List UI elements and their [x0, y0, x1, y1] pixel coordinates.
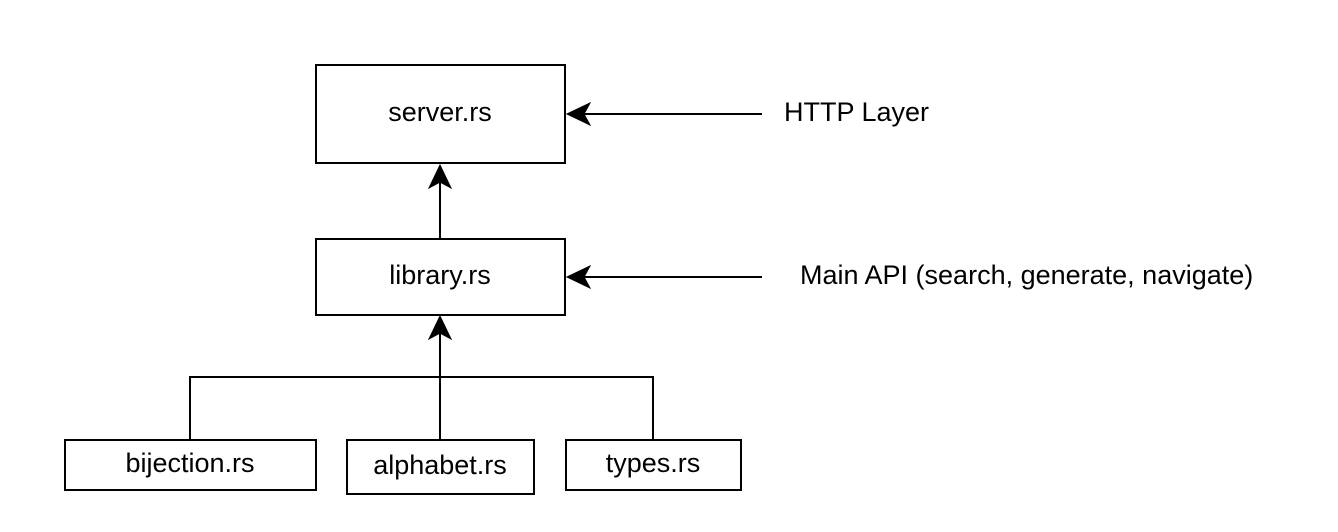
- main-api-label: Main API (search, generate, navigate): [800, 260, 1253, 290]
- alphabet-node: alphabet.rs: [346, 439, 535, 495]
- bijection-to-library-edge: [189, 376, 440, 440]
- library-arrowhead: [427, 314, 453, 341]
- http-layer-arrowhead: [565, 101, 592, 127]
- types-to-library-edge: [440, 376, 654, 440]
- alphabet-box: [346, 439, 535, 495]
- main-api-arrowhead: [565, 264, 592, 290]
- library-node: library.rs: [315, 238, 566, 316]
- types-label: types.rs: [606, 448, 701, 478]
- library-label: library.rs: [389, 260, 491, 290]
- types-box: [565, 439, 742, 491]
- library-box: [315, 238, 566, 316]
- alphabet-label: alphabet.rs: [373, 450, 507, 480]
- server-label: server.rs: [388, 97, 492, 127]
- server-box: [315, 64, 566, 164]
- types-node: types.rs: [565, 439, 742, 491]
- bijection-label: bijection.rs: [125, 448, 254, 478]
- http-layer-label: HTTP Layer: [784, 97, 929, 127]
- server-node: server.rs: [315, 64, 566, 164]
- bijection-node: bijection.rs: [64, 439, 317, 491]
- server-arrowhead: [427, 163, 453, 190]
